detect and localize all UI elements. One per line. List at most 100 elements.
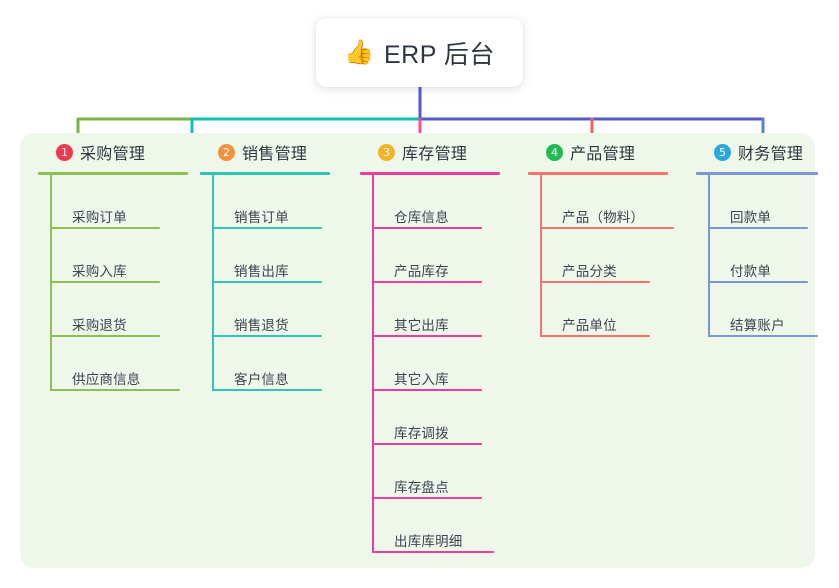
leaf-label: 供应商信息 — [72, 372, 141, 387]
leaf-label: 其它出库 — [394, 318, 449, 333]
leaf-item[interactable]: 其它入库 — [372, 337, 500, 391]
leaf-list-4: 产品（物料） 产品分类产品单位 — [540, 175, 674, 337]
branch-title-3: 库存管理 — [402, 146, 468, 163]
branch-rule-3 — [360, 172, 500, 175]
leaf-item[interactable]: 产品库存 — [372, 229, 500, 283]
leaf-underline — [212, 335, 322, 337]
leaf-label: 库存调拨 — [394, 426, 449, 441]
leaf-underline — [372, 335, 482, 337]
leaf-label: 产品单位 — [562, 318, 617, 333]
branch-rule-2 — [200, 172, 330, 175]
leaf-underline — [708, 227, 808, 229]
leaf-item[interactable]: 采购订单 — [50, 175, 188, 229]
root-node[interactable]: 👍 ERP 后台 — [316, 18, 523, 87]
leaf-underline — [212, 389, 322, 391]
leaf-item[interactable]: 采购退货 — [50, 283, 188, 337]
leaf-item[interactable]: 产品单位 — [540, 283, 668, 337]
leaf-item[interactable]: 销售出库 — [212, 229, 330, 283]
leaf-underline — [540, 335, 650, 337]
leaf-item[interactable]: 产品（物料） — [540, 175, 674, 229]
leaf-underline — [372, 497, 482, 499]
leaf-label: 销售订单 — [234, 210, 289, 225]
branch-column-2: 2 销售管理销售订单销售出库销售退货客户信息 — [200, 133, 330, 391]
branch-title-1: 采购管理 — [80, 146, 146, 163]
leaf-label: 仓库信息 — [394, 210, 449, 225]
leaf-item[interactable]: 结算账户 — [708, 283, 818, 337]
leaf-underline — [540, 281, 650, 283]
thumbs-up-icon: 👍 — [344, 38, 374, 66]
leaf-label: 库存盘点 — [394, 480, 449, 495]
leaf-item[interactable]: 仓库信息 — [372, 175, 500, 229]
leaf-label: 出库库明细 — [394, 534, 463, 549]
leaf-item[interactable]: 其它出库 — [372, 283, 500, 337]
branch-header-2[interactable]: 2 销售管理 — [200, 133, 330, 171]
leaf-label: 其它入库 — [394, 372, 449, 387]
branch-badge-5: 5 — [714, 143, 731, 161]
leaf-item[interactable]: 库存盘点 — [372, 445, 500, 499]
leaf-list-3: 仓库信息产品库存其它出库其它入库库存调拨库存盘点出库库明细 — [372, 175, 500, 553]
branch-title-4: 产品管理 — [570, 146, 636, 163]
leaf-item[interactable]: 产品分类 — [540, 229, 668, 283]
leaf-list-1: 采购订单采购入库采购退货供应商信息 — [50, 175, 188, 391]
branch-rule-1 — [38, 172, 188, 175]
branch-column-3: 3 库存管理仓库信息产品库存其它出库其它入库库存调拨库存盘点出库库明细 — [360, 133, 500, 553]
branch-column-4: 4 产品管理产品（物料） 产品分类产品单位 — [528, 133, 674, 337]
leaf-spine-2 — [212, 175, 214, 391]
branch-header-3[interactable]: 3 库存管理 — [360, 133, 500, 171]
leaf-underline — [708, 281, 808, 283]
leaf-spine-3 — [372, 175, 374, 553]
leaf-item[interactable]: 客户信息 — [212, 337, 330, 391]
leaf-item[interactable]: 采购入库 — [50, 229, 188, 283]
leaf-list-2: 销售订单销售出库销售退货客户信息 — [212, 175, 330, 391]
branch-column-5: 5 财务管理回款单付款单结算账户 — [696, 133, 818, 337]
leaf-underline — [50, 389, 180, 391]
branch-badge-3: 3 — [378, 143, 395, 161]
leaf-underline — [372, 281, 482, 283]
leaf-label: 销售出库 — [234, 264, 289, 279]
leaf-label: 客户信息 — [234, 372, 289, 387]
branch-title-2: 销售管理 — [242, 146, 308, 163]
branch-column-1: 1 采购管理采购订单采购入库采购退货供应商信息 — [38, 133, 188, 391]
leaf-label: 采购订单 — [72, 210, 127, 225]
leaf-label: 采购退货 — [72, 318, 127, 333]
leaf-item[interactable]: 销售退货 — [212, 283, 330, 337]
leaf-list-5: 回款单付款单结算账户 — [708, 175, 818, 337]
leaf-spine-4 — [540, 175, 542, 337]
branch-badge-2: 2 — [218, 143, 235, 161]
branch-header-4[interactable]: 4 产品管理 — [528, 133, 668, 171]
leaf-item[interactable]: 销售订单 — [212, 175, 330, 229]
leaf-underline — [212, 281, 322, 283]
branch-header-1[interactable]: 1 采购管理 — [38, 133, 188, 171]
leaf-label: 产品库存 — [394, 264, 449, 279]
leaf-item[interactable]: 库存调拨 — [372, 391, 500, 445]
leaf-item[interactable]: 付款单 — [708, 229, 818, 283]
leaf-label: 产品分类 — [562, 264, 617, 279]
leaf-underline — [372, 551, 494, 553]
branch-columns: 1 采购管理采购订单采购入库采购退货供应商信息 2 销售管理销售订单销售出库销售退货客… — [20, 133, 818, 568]
leaf-underline — [540, 227, 674, 229]
leaf-underline — [708, 335, 818, 337]
leaf-label: 回款单 — [730, 210, 772, 225]
leaf-label: 销售退货 — [234, 318, 289, 333]
branch-badge-1: 1 — [56, 143, 73, 161]
branch-badge-4: 4 — [546, 143, 563, 161]
leaf-underline — [50, 335, 160, 337]
leaf-underline — [212, 227, 322, 229]
leaf-label: 付款单 — [730, 264, 772, 279]
leaf-spine-5 — [708, 175, 710, 337]
leaf-label: 采购入库 — [72, 264, 127, 279]
branch-title-5: 财务管理 — [738, 146, 804, 163]
branch-header-5[interactable]: 5 财务管理 — [696, 133, 818, 171]
leaf-underline — [50, 281, 160, 283]
leaf-underline — [372, 443, 482, 445]
branch-rule-5 — [696, 172, 818, 175]
leaf-item[interactable]: 供应商信息 — [50, 337, 188, 391]
leaf-underline — [372, 227, 482, 229]
root-title: ERP 后台 — [383, 40, 495, 69]
leaf-item[interactable]: 出库库明细 — [372, 499, 500, 553]
branch-panel — [20, 133, 815, 568]
leaf-label: 产品（物料） — [562, 210, 645, 225]
leaf-underline — [372, 389, 482, 391]
leaf-item[interactable]: 回款单 — [708, 175, 818, 229]
